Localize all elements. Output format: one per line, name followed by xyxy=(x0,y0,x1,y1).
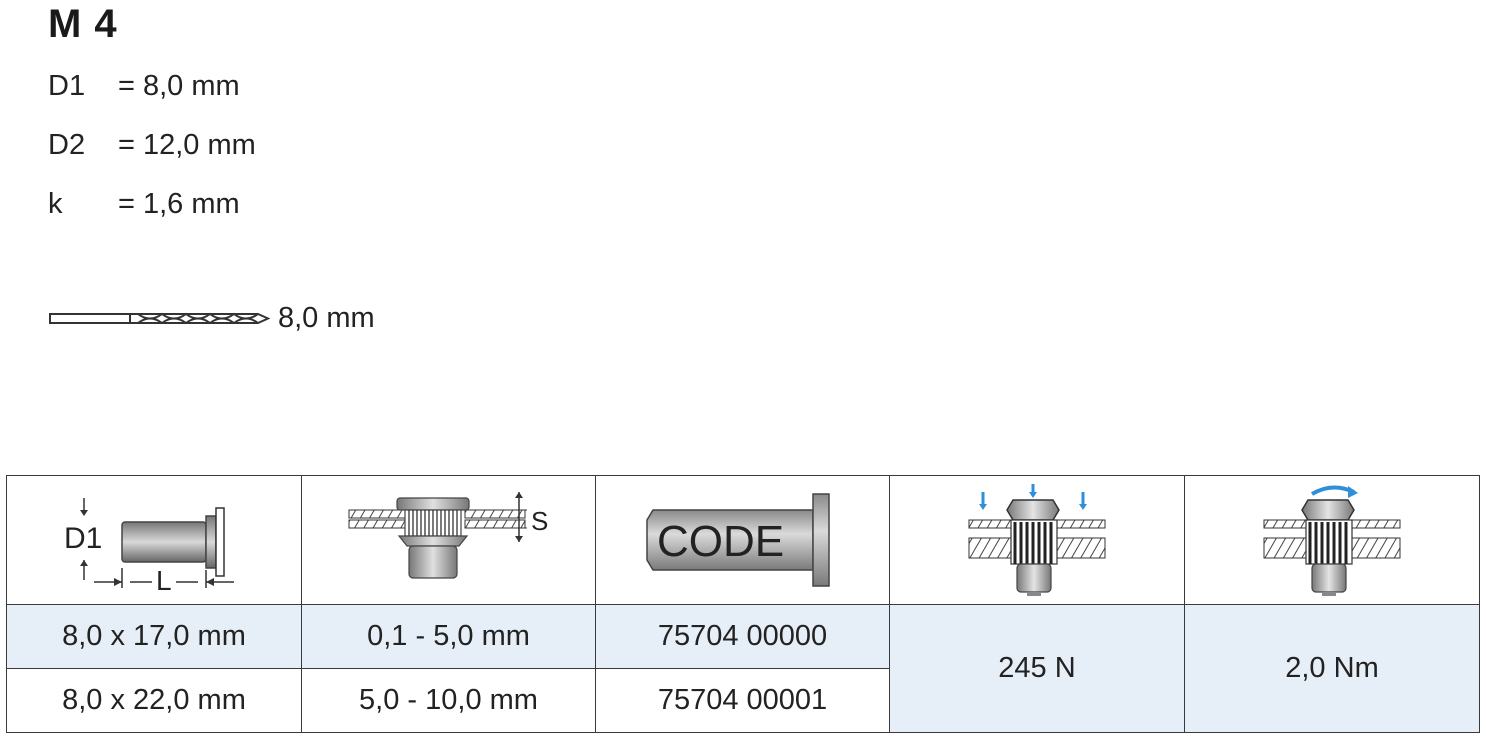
header-dimensions: D1 L xyxy=(6,475,302,605)
header-force xyxy=(889,475,1185,605)
spec-value: = 1,6 mm xyxy=(118,188,240,220)
spec-label: k xyxy=(48,188,63,220)
spec-value: = 8,0 mm xyxy=(118,70,240,102)
spec-table: D1 L xyxy=(6,475,1480,733)
drill-bit-icon xyxy=(49,312,271,325)
header-torque xyxy=(1184,475,1480,605)
table-row: 8,0 x 17,0 mm 0,1 - 5,0 mm 75704 00000 2… xyxy=(6,604,1480,733)
table-row: 8,0 x 22,0 mm 5,0 - 10,0 mm 75704 00001 xyxy=(6,668,1480,733)
code-label: CODE xyxy=(657,517,784,566)
spec-k: k = 1,6 mm xyxy=(48,188,240,221)
spec-label: D1 xyxy=(48,70,86,102)
setting-force-icon xyxy=(968,484,1106,596)
table-header-row: D1 L xyxy=(6,475,1480,605)
grip-cell: 5,0 - 10,0 mm xyxy=(301,668,596,733)
s-label: S xyxy=(531,506,548,536)
d1-label: D1 xyxy=(64,522,102,555)
drill-value: 8,0 mm xyxy=(278,302,375,334)
torque-cell: 2,0 Nm xyxy=(1184,604,1480,733)
page-title: M 4 xyxy=(48,2,118,46)
rivet-nut-dimensions-icon: D1 L xyxy=(64,498,234,590)
grip-range-icon: S xyxy=(348,492,548,579)
torque-icon xyxy=(1263,485,1401,596)
code-icon: CODE xyxy=(645,493,830,587)
header-grip-range: S xyxy=(301,475,596,605)
spec-value: = 12,0 mm xyxy=(118,129,256,161)
spec-label: D2 xyxy=(48,129,86,161)
force-cell: 245 N xyxy=(889,604,1185,733)
grip-cell: 0,1 - 5,0 mm xyxy=(301,604,596,669)
spec-d1: D1 = 8,0 mm xyxy=(48,70,240,103)
size-cell: 8,0 x 17,0 mm xyxy=(6,604,302,669)
header-code: CODE xyxy=(595,475,890,605)
l-label: L xyxy=(156,565,172,590)
drill-size: 8,0 mm xyxy=(48,302,408,342)
size-cell: 8,0 x 22,0 mm xyxy=(6,668,302,733)
spec-d2: D2 = 12,0 mm xyxy=(48,129,256,162)
code-cell: 75704 00000 xyxy=(595,604,890,669)
code-cell: 75704 00001 xyxy=(595,668,890,733)
